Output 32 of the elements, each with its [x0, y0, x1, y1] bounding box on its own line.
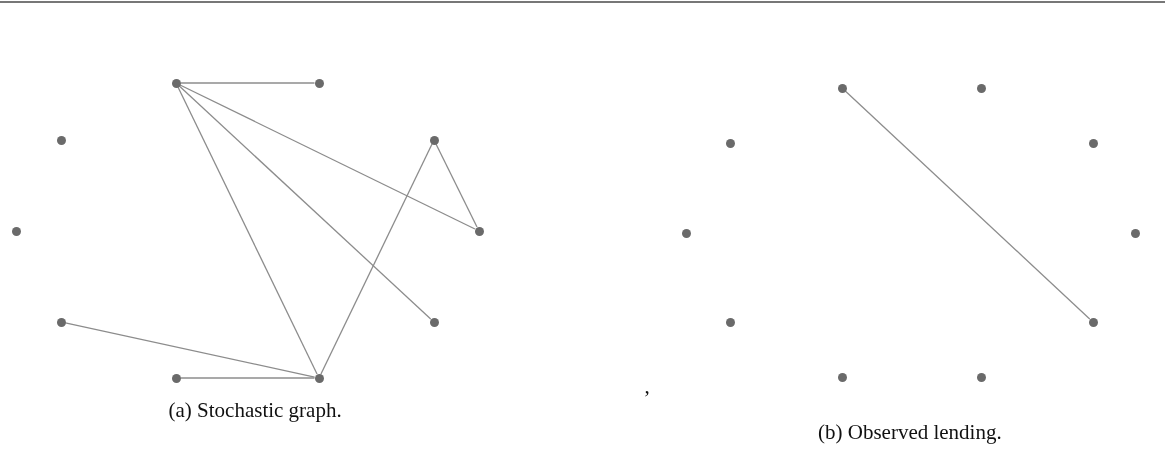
graph-edge — [844, 90, 1091, 320]
graph-vertex — [1088, 138, 1098, 148]
graph-vertex — [725, 138, 735, 148]
graph-edge — [320, 143, 433, 375]
graph-edge — [435, 143, 478, 228]
graph-edge — [64, 322, 316, 378]
graph-edge — [178, 85, 432, 320]
graph-vertex — [976, 372, 986, 382]
graph-vertex — [171, 373, 181, 383]
figure-caption: (a) Stochastic graph. — [168, 398, 342, 423]
graph-vertex — [56, 317, 66, 327]
graph-vertex — [314, 78, 324, 88]
graph-vertex — [314, 373, 324, 383]
graph-vertex — [474, 226, 484, 236]
graph-vertex — [837, 83, 847, 93]
graph-vertex — [1130, 228, 1140, 238]
graph-vertex — [1088, 317, 1098, 327]
graph-vertex — [56, 135, 66, 145]
graph-vertex — [976, 83, 986, 93]
graph-vertex — [11, 226, 21, 236]
figure-caption: (b) Observed lending. — [818, 420, 1002, 445]
graph-vertex — [681, 228, 691, 238]
graph-edge — [177, 86, 318, 375]
graph-edge — [179, 82, 316, 84]
graph-vertex — [837, 372, 847, 382]
graph-edge — [179, 377, 316, 379]
graph-edge — [179, 84, 476, 230]
graph-vertex — [725, 317, 735, 327]
graph-vertex — [171, 78, 181, 88]
graph-vertex — [429, 135, 439, 145]
graph-vertex — [429, 317, 439, 327]
comma-mark: , — [644, 374, 650, 399]
